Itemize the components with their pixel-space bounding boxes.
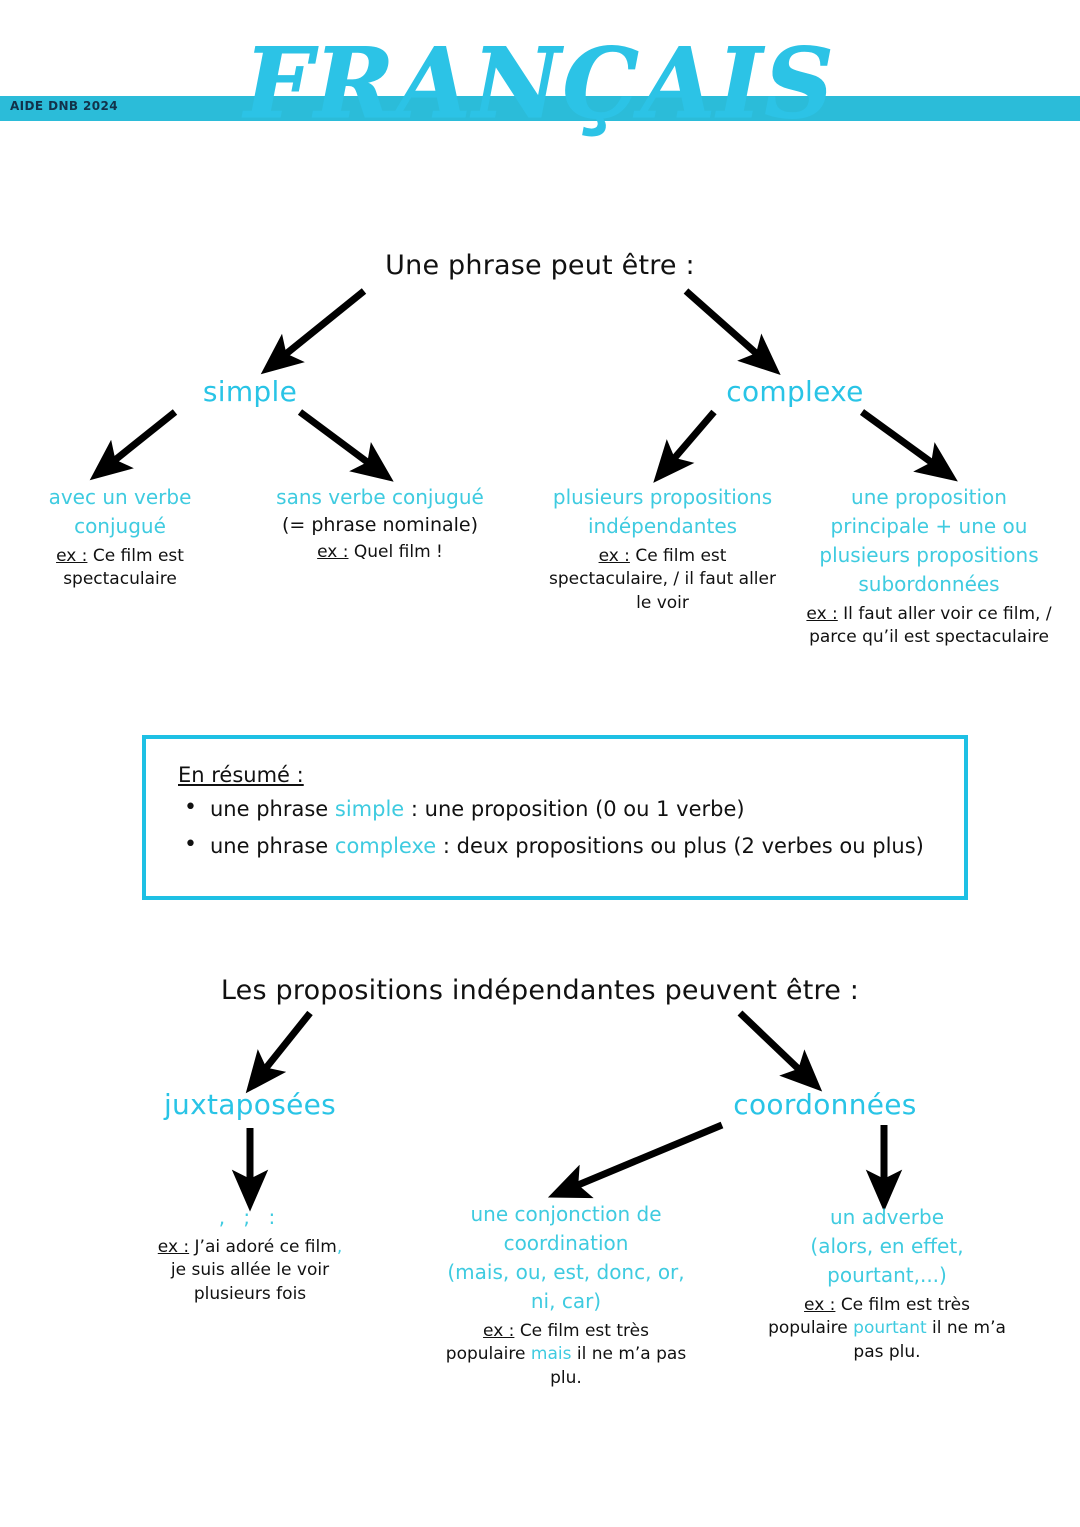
ex-line: spectaculaire: [63, 569, 177, 590]
leaf-note: (alors, en effet, pourtant,...): [810, 1234, 964, 1287]
leaf-label: sans verbe conjugué: [276, 485, 484, 509]
ex-prefix: ex :: [804, 1295, 836, 1315]
leaf-example: ex : Ce film est très populaire pourtant…: [762, 1294, 1012, 1364]
ex-line: je suis allée le voir: [170, 1260, 330, 1281]
summary-list: une phrase simple : une proposition (0 o…: [180, 797, 950, 873]
ex-line: Ce film est très: [840, 1295, 970, 1315]
ex-prefix: ex :: [157, 1237, 190, 1257]
diagram2-branch-juxtaposees: juxtaposées: [163, 1088, 337, 1121]
ex-line: plu.: [550, 1367, 582, 1388]
ex-prefix: ex :: [806, 604, 838, 624]
diagram1-leaf-4: une proposition principale + une ou plus…: [800, 483, 1058, 650]
ex-line: le voir: [636, 592, 689, 613]
leaf-note: (= phrase nominale): [281, 514, 479, 536]
leaf-example: ex : Ce film est très populaire mais il …: [432, 1320, 700, 1390]
item-text-before: une phrase: [210, 797, 335, 821]
ex-line: spectaculaire, / il faut aller: [549, 569, 776, 590]
banner-label: AIDE DNB 2024: [10, 99, 119, 113]
leaf-example: ex : Ce film est spectaculaire, / il fau…: [530, 545, 795, 615]
diagram1-root-title: Une phrase peut être :: [385, 250, 695, 281]
item-keyword: complexe: [334, 834, 437, 858]
ex-line: pas plu.: [853, 1341, 921, 1362]
leaf-label: une proposition principale + une ou plus…: [819, 485, 1039, 596]
summary-title: En résumé :: [178, 763, 304, 787]
diagram2-root-title: Les propositions indépendantes peuvent ê…: [220, 975, 860, 1006]
diagram1-leaf-1: avec un verbe conjugué ex : Ce film est …: [20, 483, 220, 592]
leaf-label: , ; :: [218, 1205, 282, 1229]
ex-prefix: ex :: [317, 541, 349, 562]
list-item: une phrase complexe : deux propositions …: [184, 834, 950, 858]
ex-line: Ce film est: [635, 546, 727, 566]
ex-keyword: ,: [336, 1237, 343, 1257]
ex-line: Il faut aller voir ce film, /: [843, 604, 1052, 624]
page-title: FRANÇAIS: [244, 27, 836, 140]
leaf-example: ex : Ce film est spectaculaire: [20, 545, 220, 592]
leaf-label: un adverbe: [829, 1205, 945, 1229]
diagram1-leaf-2: sans verbe conjugué (= phrase nominale) …: [250, 483, 510, 564]
ex-line: populaire: [445, 1344, 531, 1365]
ex-keyword: pourtant: [853, 1318, 927, 1339]
leaf-label: plusieurs propositions indépendantes: [552, 485, 773, 538]
ex-prefix: ex :: [598, 546, 630, 566]
item-keyword: simple: [334, 797, 405, 821]
header-banner: [0, 96, 1080, 121]
item-text-before: une phrase: [210, 834, 335, 858]
ex-line: plusieurs fois: [193, 1283, 307, 1304]
ex-line: parce qu’il est spectaculaire: [809, 627, 1049, 648]
ex-line: il ne m’a: [926, 1318, 1006, 1339]
list-item: une phrase simple : une proposition (0 o…: [184, 797, 950, 821]
summary-box: En résumé : une phrase simple : une prop…: [142, 735, 968, 900]
leaf-example: ex : J’ai adoré ce film, je suis allée l…: [120, 1236, 380, 1306]
ex-prefix: ex :: [56, 546, 88, 566]
leaf-label: une conjonction de coordination: [470, 1202, 662, 1255]
ex-prefix: ex :: [483, 1321, 515, 1341]
item-text-after: : une proposition (0 ou 1 verbe): [404, 797, 745, 821]
leaf-label: avec un verbe conjugué: [48, 485, 192, 538]
diagram2-leaf-adverbe: un adverbe (alors, en effet, pourtant,..…: [762, 1203, 1012, 1364]
diagram1-branch-simple: simple: [202, 375, 298, 408]
diagram2-branch-coordonnees: coordonnées: [733, 1088, 917, 1121]
diagram2-leaf-conjonction: une conjonction de coordination (mais, o…: [432, 1200, 700, 1390]
ex-line: populaire: [768, 1318, 854, 1339]
leaf-example: ex : Il faut aller voir ce film, / parce…: [800, 603, 1058, 650]
ex-line: Quel film !: [353, 541, 443, 562]
leaf-note: (mais, ou, est, donc, or, ni, car): [447, 1260, 685, 1313]
ex-line: il ne m’a pas: [571, 1344, 687, 1365]
ex-keyword: mais: [530, 1344, 572, 1365]
diagram1-leaf-3: plusieurs propositions indépendantes ex …: [530, 483, 795, 615]
ex-line: Ce film est: [92, 546, 184, 566]
diagram2-leaf-juxtaposition: , ; : ex : J’ai adoré ce film, je suis a…: [120, 1203, 380, 1306]
leaf-example: ex : Quel film !: [250, 541, 510, 564]
ex-line: J’ai adoré ce film: [194, 1237, 337, 1257]
ex-line: Ce film est très: [519, 1321, 649, 1341]
diagram1-branch-complexe: complexe: [726, 375, 864, 408]
item-text-after: : deux propositions ou plus (2 verbes ou…: [436, 834, 924, 858]
